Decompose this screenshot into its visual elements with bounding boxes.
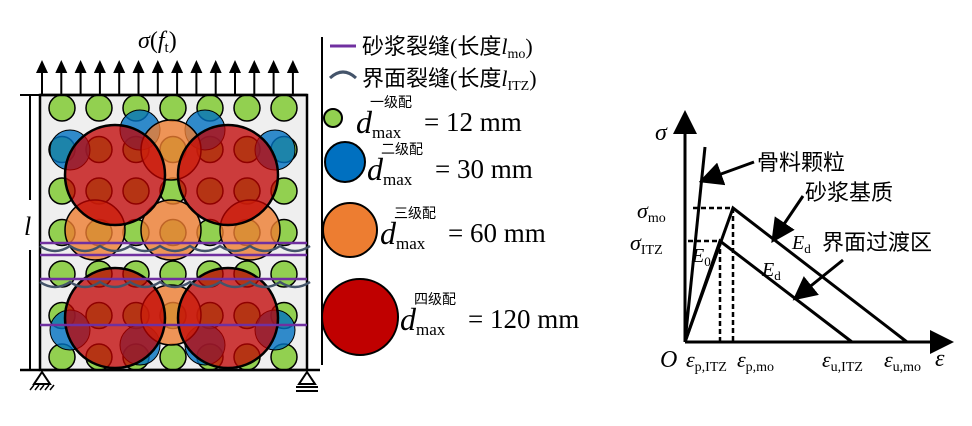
roller-support-icon — [296, 370, 318, 392]
svg-text:四级配: 四级配 — [414, 292, 456, 308]
grade3-swatch — [322, 202, 378, 258]
svg-text:d: d — [356, 104, 373, 140]
grade4-particle — [176, 123, 280, 227]
grade4-particle — [176, 266, 280, 370]
legend-mortar-crack: 砂浆裂缝(长度lmo) — [362, 34, 533, 62]
legend-grade4: d 四级配 max = 120 mm — [400, 292, 579, 339]
grade1-particle — [270, 94, 298, 122]
svg-text:d: d — [400, 301, 417, 337]
svg-text:max: max — [396, 234, 426, 253]
legend-grade1: d 一级配 max = 12 mm — [356, 95, 522, 142]
svg-text:= 12 mm: = 12 mm — [424, 107, 522, 137]
grade3-particle — [140, 199, 202, 261]
tension-load-arrows — [36, 60, 299, 95]
svg-text:= 60 mm: = 60 mm — [448, 218, 546, 248]
sigma-itz-label: σITZ — [630, 230, 663, 258]
origin-label: O — [660, 347, 677, 373]
grade4-swatch — [321, 278, 399, 356]
mortar-label: 砂浆基质 — [805, 180, 893, 205]
grade1-swatch — [323, 108, 343, 128]
svg-text:= 30 mm: = 30 mm — [435, 154, 533, 184]
sigma-mo-label: σmo — [637, 198, 666, 226]
legend-itz-crack: 界面裂缝(长度lITZ) — [362, 66, 537, 94]
mortar-curve — [683, 205, 908, 344]
eps-p-itz-label: εp,ITZ — [686, 347, 727, 375]
x-axis-label: ε — [935, 346, 945, 372]
grade1-particle — [270, 260, 298, 288]
grade4-particle — [63, 266, 167, 370]
Ed-itz-label: Ed — [761, 259, 781, 283]
crack-lines — [39, 241, 311, 327]
svg-text:= 120 mm: = 120 mm — [468, 304, 579, 334]
svg-text:d: d — [367, 151, 384, 187]
Ed-mortar-label: Ed — [791, 232, 811, 256]
eps-u-itz-label: εu,ITZ — [822, 347, 863, 375]
itz-crack — [39, 244, 311, 253]
load-label: σ(ft) — [138, 28, 177, 56]
length-label: l — [24, 212, 31, 241]
legend-grade3: d 三级配 max = 60 mm — [380, 206, 546, 253]
aggregate-particles — [48, 94, 298, 371]
grade1-particle — [159, 343, 187, 371]
eps-u-mo-label: εu,mo — [884, 347, 921, 375]
grade1-particle — [159, 94, 187, 122]
svg-text:max: max — [383, 170, 413, 189]
svg-text:一级配: 一级配 — [370, 95, 412, 111]
svg-text:d: d — [380, 215, 397, 251]
specimen: l σ(ft) — [20, 28, 320, 392]
pin-support-icon — [29, 370, 55, 391]
grade4-particle — [63, 123, 167, 227]
svg-text:二级配: 二级配 — [381, 142, 423, 158]
stress-strain-diagram: σ ε O σmo σITZ εp,ITZ εp,mo εu,ITZ εu,mo… — [630, 110, 954, 375]
legend: 砂浆裂缝(长度lmo) 界面裂缝(长度lITZ) d 一级配 max = 12 … — [321, 34, 579, 365]
grade1-particle — [233, 94, 261, 122]
svg-text:max: max — [416, 320, 446, 339]
itz-crack-swatch — [328, 70, 358, 80]
grade1-particle — [48, 94, 76, 122]
E0-label: E0 — [691, 245, 711, 269]
svg-text:max: max — [372, 123, 402, 142]
itz-crack — [39, 280, 311, 289]
itz-label: 界面过渡区 — [822, 230, 932, 255]
svg-text:三级配: 三级配 — [394, 206, 436, 222]
grade2-swatch — [324, 141, 366, 183]
grade1-particle — [85, 94, 113, 122]
aggregate-label: 骨料颗粒 — [757, 150, 845, 175]
legend-grade2: d 二级配 max = 30 mm — [367, 142, 533, 189]
eps-p-mo-label: εp,mo — [737, 347, 774, 375]
y-axis-label: σ — [655, 120, 668, 146]
